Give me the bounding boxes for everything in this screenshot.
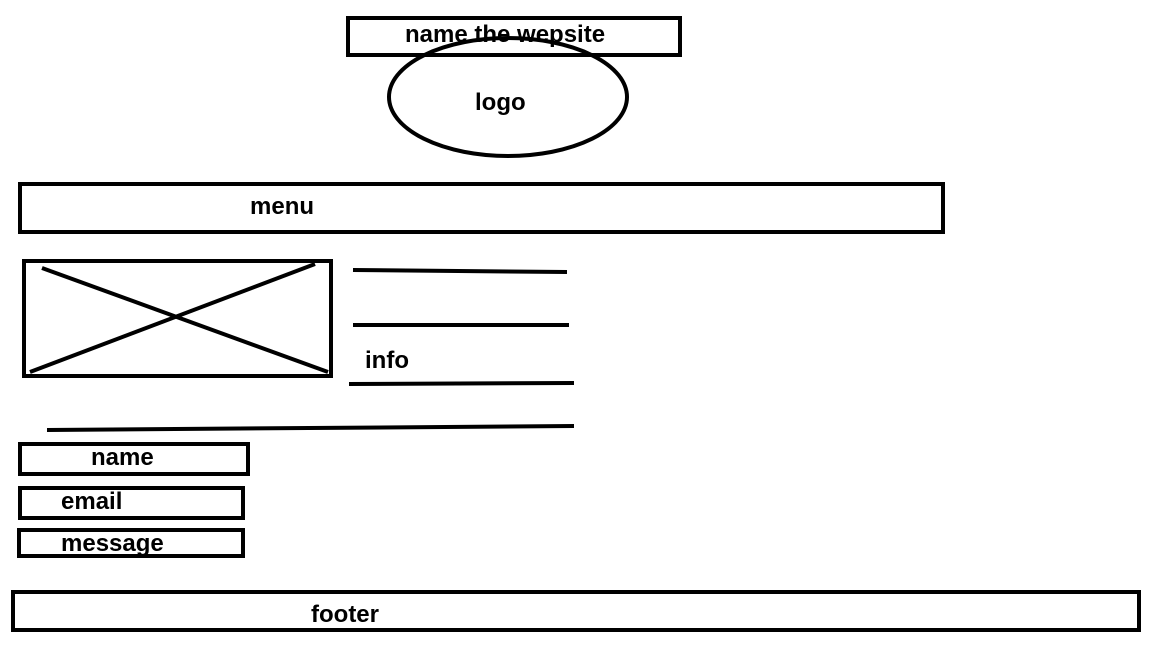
info-line-1: [352, 268, 568, 274]
menu-bar[interactable]: [18, 182, 945, 234]
message-field-label: message: [61, 530, 164, 557]
name-field-label: name: [91, 444, 154, 471]
footer-label: footer: [311, 601, 379, 628]
name-field[interactable]: [18, 442, 250, 476]
info-label: info: [365, 347, 409, 374]
message-field[interactable]: [17, 528, 245, 558]
info-line-3: [348, 381, 575, 386]
info-line-4: [46, 424, 575, 432]
image-placeholder-cross-2: [29, 262, 316, 374]
image-placeholder-frame: [22, 259, 333, 378]
email-field[interactable]: [18, 486, 245, 520]
footer-bar: [11, 590, 1141, 632]
site-name-text: name the wepsite: [405, 21, 606, 48]
email-field-label: email: [61, 488, 123, 515]
image-placeholder-cross-1: [41, 266, 329, 374]
menu-label: menu: [250, 193, 315, 220]
logo-text: logo: [475, 89, 526, 116]
